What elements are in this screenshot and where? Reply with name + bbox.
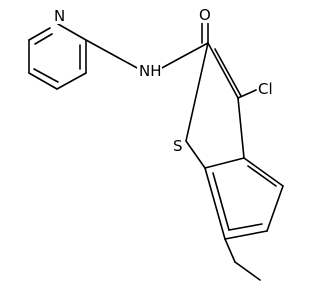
bond bbox=[185, 42, 209, 142]
ethyl-group bbox=[224, 238, 261, 281]
bond bbox=[247, 165, 277, 187]
bond bbox=[224, 238, 236, 263]
atom-label-chlorine: Cl bbox=[258, 80, 273, 98]
atom-labels: N NH O Cl S bbox=[53, 6, 277, 155]
benzene-ring bbox=[204, 157, 284, 240]
pyridine-ring bbox=[28, 23, 87, 90]
atom-label-sulfur: S bbox=[173, 137, 183, 155]
atom-label-pyridine-nitrogen: N bbox=[54, 7, 65, 25]
bond bbox=[266, 185, 284, 232]
bond bbox=[28, 72, 58, 90]
bond bbox=[204, 157, 245, 169]
bond bbox=[28, 27, 51, 41]
bond bbox=[243, 157, 284, 187]
atom-label-carbonyl-oxygen: O bbox=[199, 6, 211, 24]
bond bbox=[34, 33, 53, 45]
bond bbox=[33, 68, 59, 83]
atom-label-amide-nitrogen: NH bbox=[139, 62, 162, 80]
bond bbox=[214, 48, 242, 97]
thiophene-ring bbox=[185, 42, 257, 169]
bond bbox=[116, 56, 140, 70]
bond bbox=[237, 89, 257, 99]
molecule-structure-diagram: N NH O Cl S bbox=[28, 6, 284, 281]
bond bbox=[237, 97, 245, 159]
bond bbox=[57, 23, 87, 41]
bond bbox=[228, 223, 263, 231]
bond bbox=[207, 42, 239, 99]
bond bbox=[185, 140, 206, 169]
linker-bonds bbox=[85, 21, 209, 70]
bond bbox=[234, 261, 261, 281]
bond bbox=[212, 172, 230, 231]
bond bbox=[159, 56, 183, 70]
bond bbox=[181, 42, 209, 58]
bond bbox=[85, 39, 118, 58]
bond bbox=[56, 72, 87, 90]
bond bbox=[204, 167, 226, 240]
bond bbox=[224, 230, 268, 240]
